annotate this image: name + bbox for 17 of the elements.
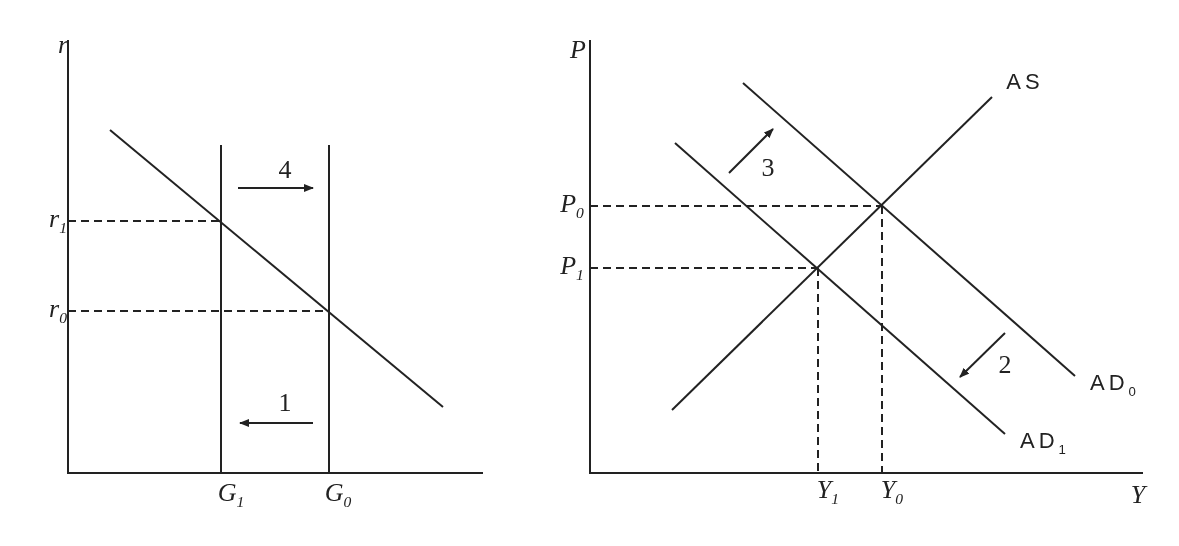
curve-label: AS bbox=[1006, 71, 1044, 93]
curve-label: AD$_{1}$ bbox=[1020, 430, 1070, 456]
step-number: 4 bbox=[278, 157, 292, 183]
axis-label: r$_{0}$ bbox=[49, 296, 67, 326]
axis-label: P bbox=[570, 37, 586, 63]
axis-label: G$_{1}$ bbox=[217, 480, 245, 510]
axis-label: r$_{1}$ bbox=[49, 206, 67, 236]
axis-label: P$_{0}$ bbox=[560, 191, 584, 221]
step-number: 1 bbox=[278, 390, 292, 416]
axis-label: G$_{0}$ bbox=[324, 480, 352, 510]
step-number: 3 bbox=[761, 155, 775, 181]
axis-label: Y bbox=[1130, 482, 1146, 508]
curve-label: AD$_{0}$ bbox=[1090, 372, 1140, 398]
axis-label: Y$_{1}$ bbox=[816, 477, 840, 507]
axis-label: Y$_{0}$ bbox=[880, 477, 904, 507]
axis-label: P$_{1}$ bbox=[560, 253, 584, 283]
step-number: 2 bbox=[998, 352, 1012, 378]
